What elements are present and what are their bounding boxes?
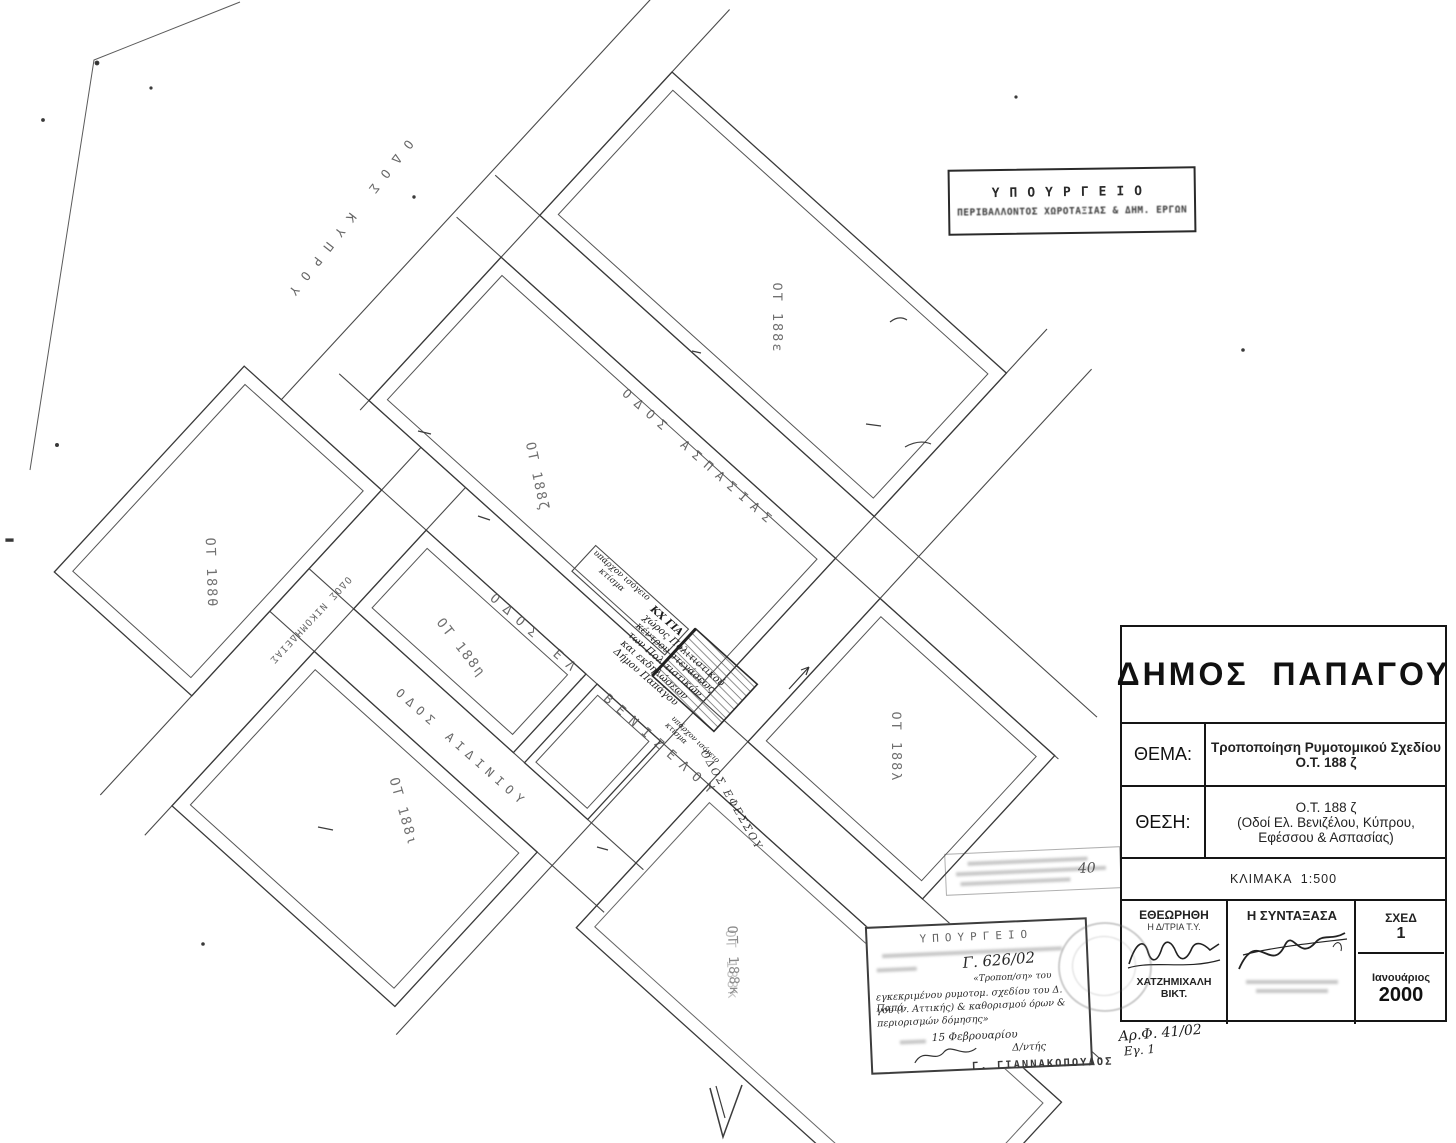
smudge-line	[1246, 980, 1338, 984]
block-inner-188h	[371, 547, 569, 736]
municipality-title: ΔΗΜΟΣ ΠΑΠΑΓΟΥ	[1116, 656, 1451, 692]
block-outline-188i	[171, 650, 539, 1008]
arrow-mark	[788, 666, 810, 690]
block-inner-188l	[765, 615, 1037, 882]
street-edge	[280, 0, 651, 401]
approved-cell: ΕΘΕΩΡΗΘΗ Η Δ/ΤΡΙΑ Τ.Υ. ΧΑΤΖΗΜΙΧΑΛΗ ΒΙΚΤ.	[1122, 901, 1228, 1024]
ministry-stamp: ΥΠΟΥΡΓΕΙΟ ΠΕΡΙΒΑΛΛΟΝΤΟΣ ΧΩΡΟΤΑΞΙΑΣ & ΔΗΜ…	[947, 166, 1197, 236]
block-label-188k: ΟΤ 188κ	[723, 925, 743, 997]
sheet-label: ΣΧΕΔ	[1385, 910, 1417, 925]
signature-squiggle	[914, 1047, 977, 1064]
author-cell: Η ΣΥΝΤΑΞΑΣΑ	[1230, 901, 1356, 1024]
round-stamp-inner	[1072, 936, 1136, 996]
existing-building-strip	[571, 544, 690, 656]
thema-content-cell: Τροποποίηση Ρυμοτομικού Σχεδίου Ο.Τ. 188…	[1208, 724, 1444, 785]
block-outline-188l	[746, 597, 1056, 900]
decision-text-line: «Τροποπ/ση» του	[973, 970, 1052, 985]
thesi-line: Ο.Τ. 188 ζ	[1295, 799, 1357, 815]
approved-title: ΕΘΕΩΡΗΘΗ	[1139, 908, 1209, 922]
decision-role: Δ/ντής	[1012, 1041, 1047, 1054]
block-outline-188th	[53, 365, 383, 697]
signatures-row: ΕΘΕΩΡΗΘΗ Η Δ/ΤΡΙΑ Τ.Υ. ΧΑΤΖΗΜΙΧΑΛΗ ΒΙΚΤ.…	[1122, 901, 1445, 1024]
sheet-number: 1	[1396, 924, 1406, 942]
thema-row: ΘΕΜΑ: Τροποποίηση Ρυμοτομικού Σχεδίου Ο.…	[1122, 724, 1445, 787]
thema-line: Τροποποίηση Ρυμοτομικού Σχεδίου	[1211, 739, 1441, 755]
faint-stamp-number: 40	[1077, 860, 1097, 878]
smudge-line	[876, 966, 917, 973]
check-mark	[709, 1084, 743, 1140]
date-subcell: Ιανουάριος 2000	[1358, 954, 1444, 1024]
thesi-row: ΘΕΣΗ: Ο.Τ. 188 ζ (Οδοί Ελ. Βενιζέλου, Κύ…	[1122, 787, 1445, 859]
sheet-subcell: ΣΧΕΔ 1	[1358, 901, 1444, 954]
date-month: Ιανουάριος	[1371, 971, 1431, 984]
ministry-stamp-line2: ΠΕΡΙΒΑΛΛΟΝΤΟΣ ΧΩΡΟΤΑΞΙΑΣ & ΔΗΜ. ΕΡΓΩΝ	[957, 204, 1188, 219]
scale-label: ΚΛΙΜΑΚΑ 1:500	[1229, 872, 1338, 886]
decision-stamp: ΥΠΟΥΡΓΕΙΟ Γ. 626/02 «Τροποπ/ση» του εγκε…	[864, 917, 1094, 1075]
sheet-date-cell: ΣΧΕΔ 1 Ιανουάριος 2000	[1358, 901, 1444, 1024]
title-block-header: ΔΗΜΟΣ ΠΑΠΑΓΟΥ	[1117, 627, 1447, 724]
signature-author	[1238, 932, 1348, 970]
thema-label-cell: ΘΕΜΑ:	[1122, 724, 1206, 785]
title-block: ΔΗΜΟΣ ΠΑΠΑΓΟΥ ΘΕΜΑ: Τροποποίηση Ρυμοτομι…	[1117, 625, 1447, 1024]
block-outline-188h	[352, 529, 587, 754]
block-outline-188z	[367, 256, 837, 703]
decision-text-line: περιορισμών δόμησης»	[876, 1013, 989, 1030]
author-title: Η ΣΥΝΤΑΞΑΣΑ	[1246, 908, 1338, 923]
thema-label: ΘΕΜΑ:	[1133, 744, 1192, 764]
faint-stamp: 40	[944, 846, 1122, 896]
ministry-stamp-line1: ΥΠΟΥΡΓΕΙΟ	[991, 183, 1153, 202]
block-label-188e: ΟΤ 188ε	[769, 282, 785, 354]
plot-features	[571, 544, 810, 733]
approved-subtitle: Η Δ/ΤΡΙΑ Τ.Υ.	[1147, 922, 1201, 932]
block-inner-annex	[535, 694, 650, 810]
scale-row: ΚΛΙΜΑΚΑ 1:500	[1122, 859, 1445, 901]
round-stamp	[1058, 922, 1152, 1012]
block-inner-188z	[386, 274, 818, 685]
smudge-line	[960, 877, 1071, 887]
thesi-label-cell: ΘΕΣΗ:	[1122, 787, 1206, 857]
thesi-line: (Οδοί Ελ. Βενιζέλου, Κύπρου,	[1237, 814, 1415, 830]
scan-noise	[5, 60, 1245, 1140]
date-year: 2000	[1378, 983, 1424, 1006]
block-outline-188e	[538, 71, 1008, 518]
block-inner-188e	[557, 89, 989, 499]
thesi-label: ΘΕΣΗ:	[1135, 811, 1191, 832]
decision-stamp-header: ΥΠΟΥΡΓΕΙΟ	[919, 927, 1034, 946]
smudge-line	[967, 856, 1088, 866]
hatched-plot-bold-edge	[651, 627, 697, 677]
boundary-line	[29, 1, 241, 471]
block-inner-188th	[72, 383, 364, 679]
block-label-188th: ΟΤ 188θ	[201, 537, 221, 609]
approved-name: ΧΑΤΖΗΜΙΧΑΛΗ ΒΙΚΤ.	[1136, 976, 1212, 1000]
thema-line: Ο.Τ. 188 ζ	[1295, 754, 1357, 770]
block-outline-annex	[523, 683, 662, 821]
block-label-188l: ΟΤ 188λ	[888, 711, 904, 783]
thesi-line: Εφέσσου & Ασπασίας)	[1258, 829, 1394, 845]
block-inner-188i	[189, 668, 520, 989]
smudge-line	[1256, 989, 1328, 993]
thesi-content-cell: Ο.Τ. 188 ζ (Οδοί Ελ. Βενιζέλου, Κύπρου, …	[1208, 787, 1444, 857]
